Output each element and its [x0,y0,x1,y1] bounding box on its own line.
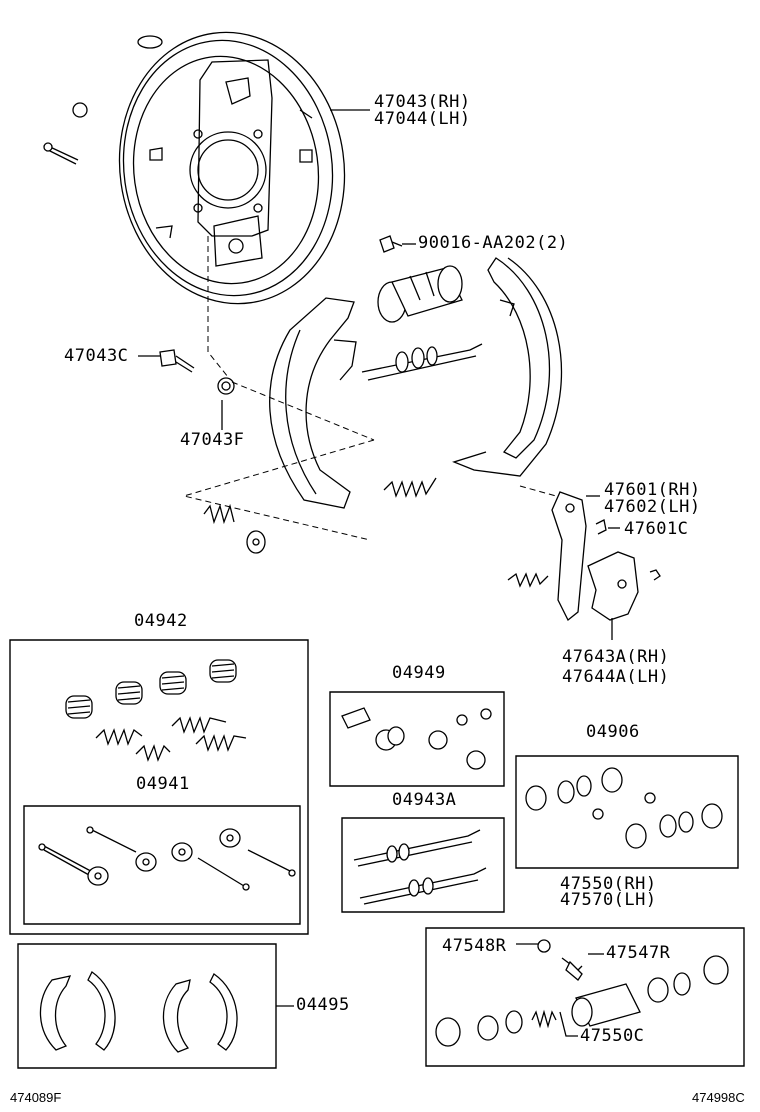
footer-right-code: 474998C [692,1090,745,1105]
bolt-and-nut-drawing [160,236,402,394]
shoe-kit-04495-parts [40,972,237,1052]
wheel-cylinder-parts [436,940,728,1046]
kit-04943a-parts [354,830,486,904]
label-shoe-kit-04495: 04495 [296,995,350,1015]
brake-shoes-drawing [184,258,561,553]
label-strut-rh: 47643A(RH) [562,647,670,667]
label-backing-plate-lh: 47044(LH) [374,109,471,129]
kit-04906-box [516,756,738,868]
label-wheel-cylinder-lh: 47570(LH) [560,890,657,910]
kit-04949-parts [342,708,491,769]
kit-04906-parts [526,768,722,848]
label-lever-lh: 47602(LH) [604,497,701,517]
footer-left-code: 474089F [10,1090,62,1105]
label-lever-rh: 47601(RH) [604,480,701,500]
shoe-kit-04495-box [18,944,276,1068]
label-strut-lh: 47644A(LH) [562,667,670,687]
leader-lines [138,110,620,1036]
kit-04941-parts [39,827,295,890]
label-wheel-cylinder-rh: 47550(RH) [560,874,657,894]
kit-04942-parts [66,660,246,760]
label-nut-47043f: 47043F [180,430,245,450]
backing-plate-drawing [44,18,362,382]
label-kit-04941: 04941 [136,774,190,794]
kit-04942-box [10,640,308,934]
label-kit-04906: 04906 [586,722,640,742]
label-bolt-wheel-cylinder: 90016-AA202(2) [418,233,569,253]
label-cap-47548r: 47548R [442,936,507,956]
label-kit-04943a: 04943A [392,790,457,810]
label-backing-plate-rh: 47043(RH) [374,92,471,112]
kit-04949-box [330,692,504,786]
label-clip-47601c: 47601C [624,519,689,539]
label-kit-04942: 04942 [134,611,188,631]
label-bleeder-47547r: 47547R [606,943,671,963]
wheel-cylinder-box [426,928,744,1066]
parking-lever-drawing [508,492,660,620]
label-kit-04949: 04949 [392,663,446,683]
label-bolt-47043c: 47043C [64,346,129,366]
kit-04941-box [24,806,300,924]
kit-04943a-box [342,818,504,912]
label-spring-47550c: 47550C [580,1026,645,1046]
